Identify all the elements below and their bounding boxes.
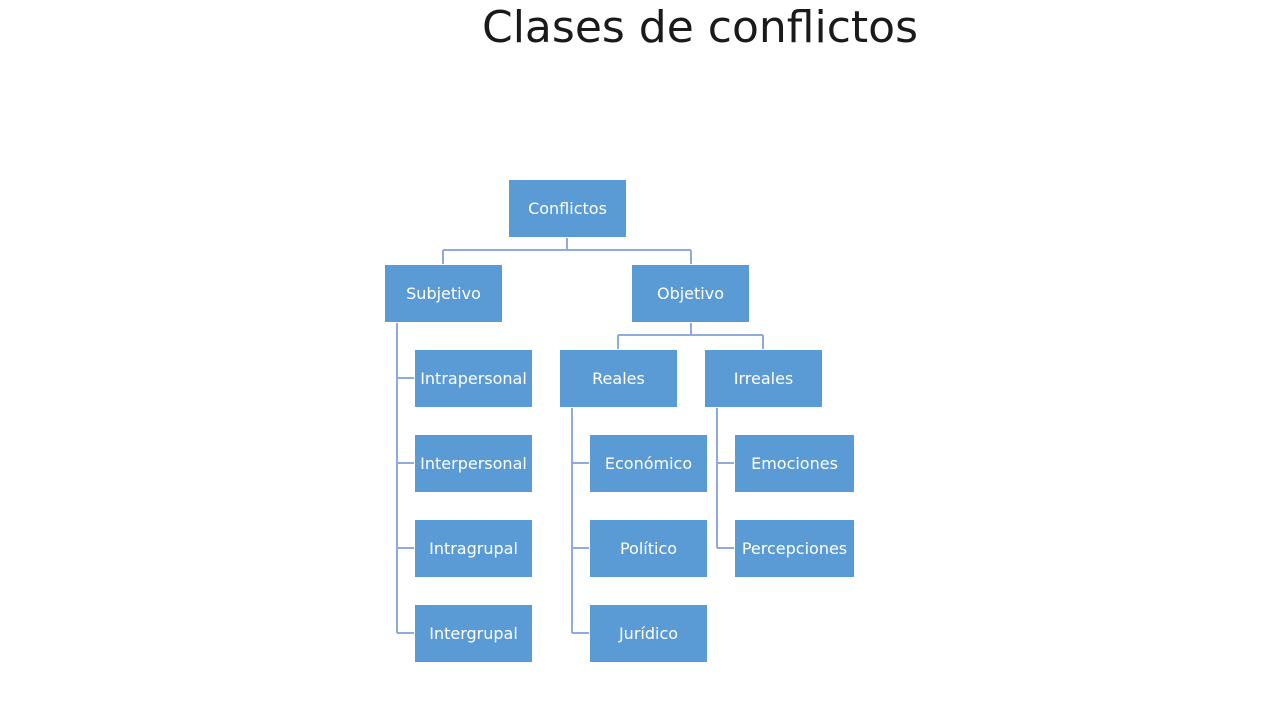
node-emociones: Emociones bbox=[734, 434, 855, 493]
node-subjetivo: Subjetivo bbox=[384, 264, 503, 323]
node-intrapersonal: Intrapersonal bbox=[414, 349, 533, 408]
node-intergrupal: Intergrupal bbox=[414, 604, 533, 663]
node-conflictos: Conflictos bbox=[508, 179, 627, 238]
node-interpersonal: Interpersonal bbox=[414, 434, 533, 493]
node-intragrupal: Intragrupal bbox=[414, 519, 533, 578]
node-irreales: Irreales bbox=[704, 349, 823, 408]
node-politico: Político bbox=[589, 519, 708, 578]
node-reales: Reales bbox=[559, 349, 678, 408]
node-percepciones: Percepciones bbox=[734, 519, 855, 578]
node-juridico: Jurídico bbox=[589, 604, 708, 663]
node-objetivo: Objetivo bbox=[631, 264, 750, 323]
slide-title: Clases de conflictos bbox=[481, 2, 919, 53]
node-economico: Económico bbox=[589, 434, 708, 493]
